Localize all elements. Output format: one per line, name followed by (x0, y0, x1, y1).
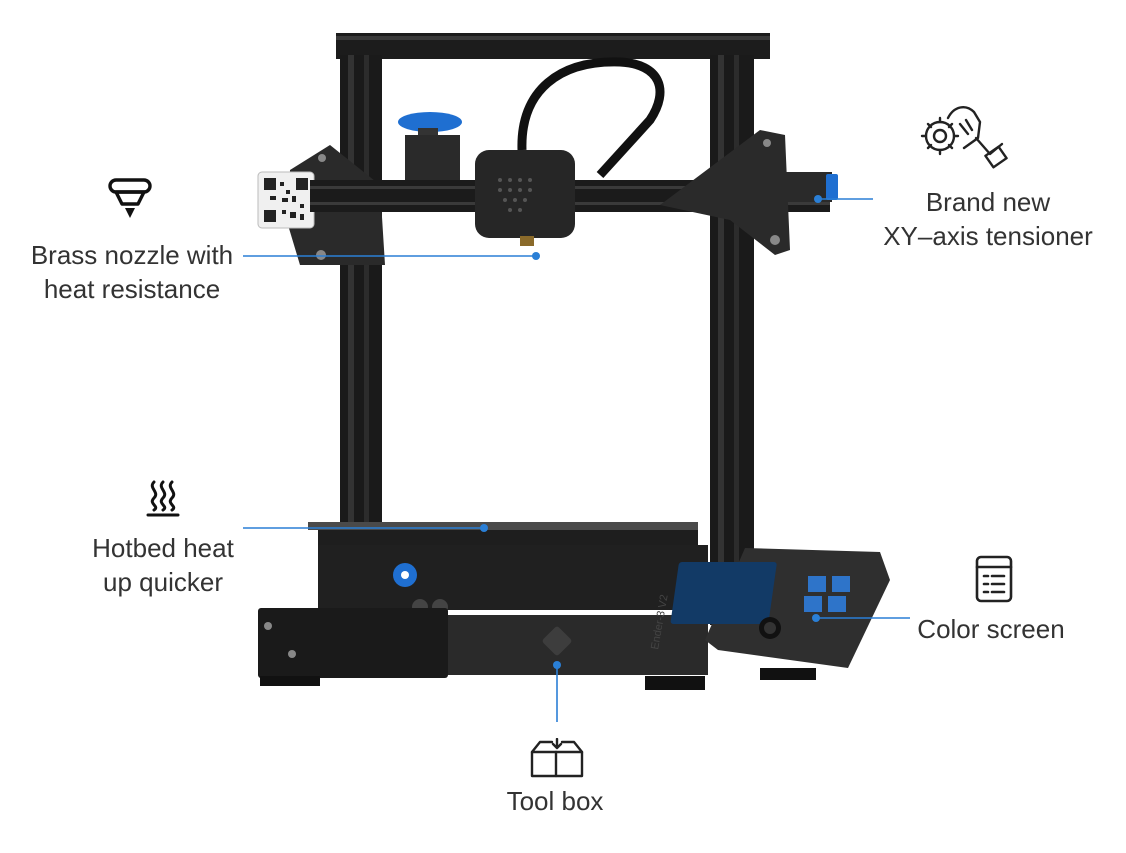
callout-lines (243, 195, 910, 722)
nozzle-label: Brass nozzle with heat resistance (18, 238, 246, 306)
print-head (475, 150, 575, 238)
hand-gear-icon (920, 106, 1008, 169)
screen-label-line1: Color screen (917, 614, 1065, 644)
nozzle-label-line1: Brass nozzle with (30, 240, 234, 270)
hotbed-label: Hotbed heat up quicker (68, 531, 258, 599)
nozzle-icon (108, 178, 152, 218)
base-left (258, 608, 448, 678)
right-bracket (660, 130, 790, 255)
hotbed-label-line1: Hotbed heat (92, 533, 234, 563)
tensioner-label-line2: XY–axis tensioner (883, 221, 1093, 251)
hotbed-glass (308, 522, 698, 530)
color-screen-display (670, 562, 777, 624)
tensioner-label-line1: Brand new (925, 187, 1051, 217)
tool-box (448, 615, 708, 675)
toolbox-label-line1: Tool box (506, 786, 604, 816)
toolbox-label: Tool box (470, 784, 640, 818)
document-list-icon (975, 555, 1013, 603)
cable-loop (517, 57, 665, 179)
nozzle-label-line2: heat resistance (43, 274, 221, 304)
screen-label: Color screen (906, 612, 1076, 646)
tensioner-label: Brand new XY–axis tensioner (858, 185, 1118, 253)
hotbed-label-line2: up quicker (103, 567, 223, 597)
y-carriage (318, 545, 708, 610)
left-upright (340, 55, 382, 615)
box-download-icon (530, 738, 584, 778)
heat-waves-icon (146, 480, 180, 517)
blue-knob-top (398, 112, 462, 132)
